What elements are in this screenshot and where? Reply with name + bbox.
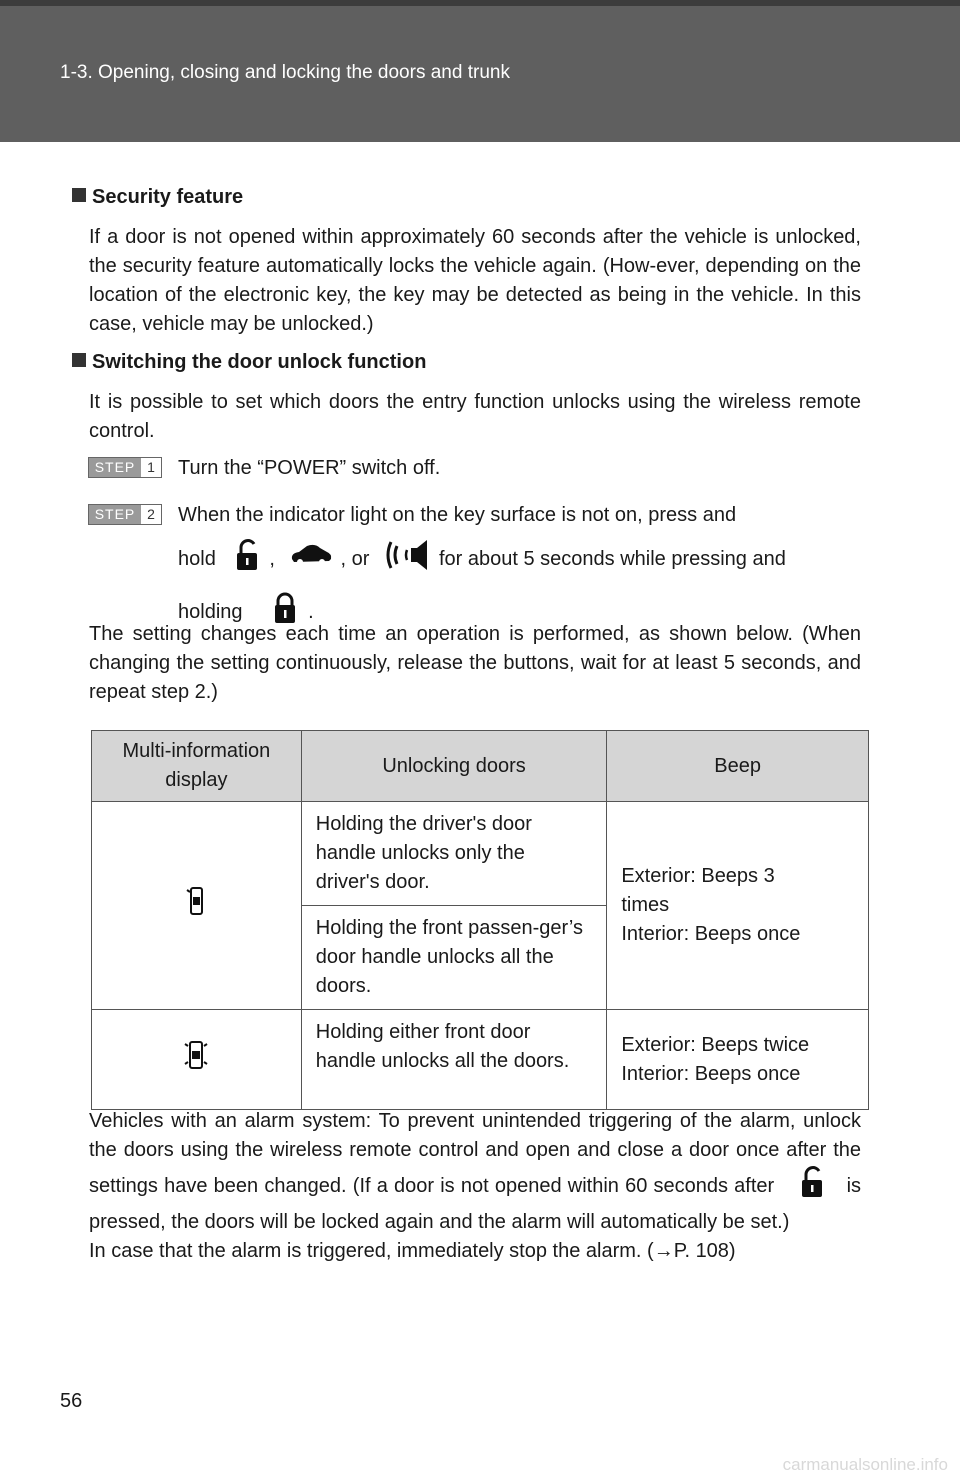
- beep-cell-2: Exterior: Beeps twice Interior: Beeps on…: [606, 1009, 869, 1110]
- page-header: 1-3. Opening, closing and locking the do…: [0, 0, 960, 142]
- watermark: carmanualsonline.info: [782, 1455, 948, 1474]
- display-icon-cell: [91, 801, 302, 1010]
- unlock-row-1: Holding the driver's door handle unlocks…: [300, 801, 608, 906]
- page-number: 56: [60, 1390, 83, 1412]
- square-bullet-icon: [72, 353, 86, 367]
- step-2-text: When the indicator light on the key surf…: [178, 501, 862, 634]
- unlock-row-2: Holding the front passen-ger’s door hand…: [300, 905, 608, 1010]
- unlock-icon: [800, 1165, 826, 1208]
- alarm-note: Vehicles with an alarm system: To preven…: [89, 1110, 862, 1262]
- display-icon-cell: [91, 1009, 302, 1110]
- section-title: 1-3. Opening, closing and locking the do…: [60, 62, 510, 83]
- after-steps-text: The setting changes each time an operati…: [89, 623, 861, 703]
- door-all-icon: [183, 1041, 209, 1077]
- header-display: Multi-information display: [91, 730, 302, 802]
- header-beep: Beep: [606, 730, 869, 802]
- header-unlocking: Unlocking doors: [300, 730, 608, 802]
- door-unlock-settings-table: Multi-information display Unlocking door…: [91, 730, 869, 1110]
- switching-heading: Switching the door unlock function: [72, 348, 426, 377]
- square-bullet-icon: [72, 188, 86, 202]
- beep-cell-1: Exterior: Beeps 3 times Interior: Beeps …: [606, 801, 869, 1010]
- unlock-row-3: Holding either front door handle unlocks…: [300, 1009, 608, 1110]
- lock-icon: [272, 591, 298, 634]
- security-heading: Security feature: [72, 183, 243, 212]
- security-body: If a door is not opened within approxima…: [89, 226, 861, 335]
- unlock-icon: [235, 538, 261, 581]
- switching-body: It is possible to set which doors the en…: [89, 391, 861, 442]
- step-1-text: Turn the “POWER” switch off.: [178, 457, 441, 479]
- trunk-car-icon: [289, 543, 333, 576]
- panic-horn-icon: [383, 538, 431, 581]
- door-single-icon: [185, 887, 207, 923]
